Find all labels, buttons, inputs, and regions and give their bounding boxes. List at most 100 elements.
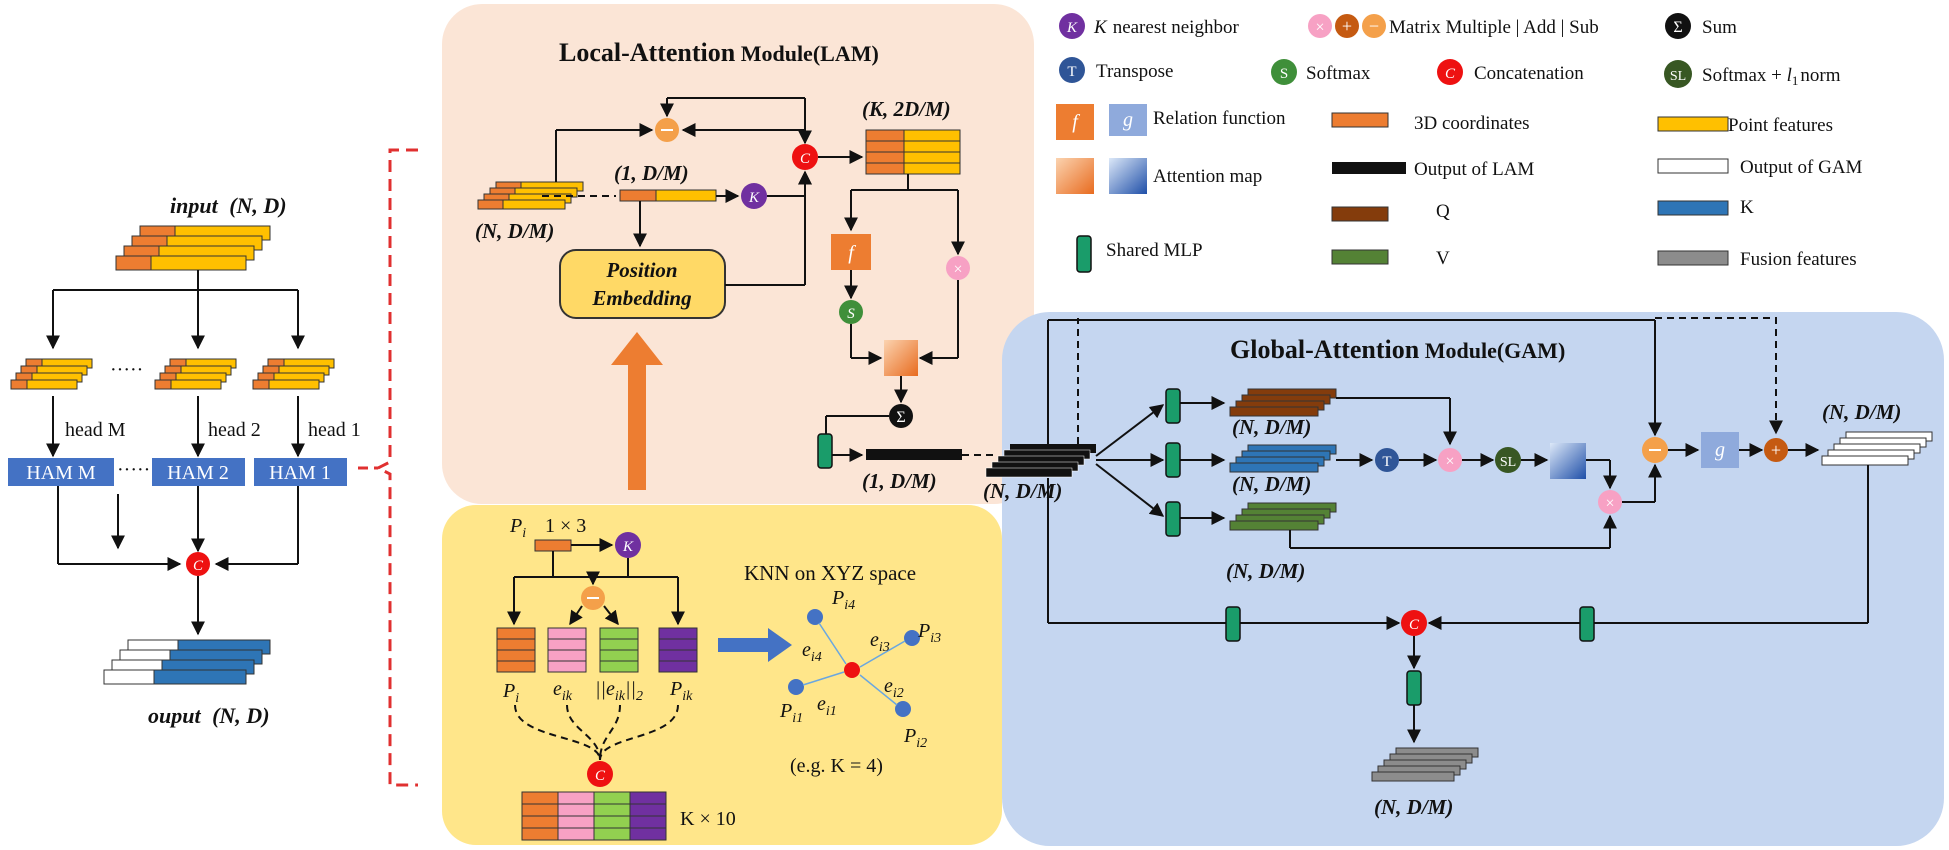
knn-neighbor-3: [904, 630, 920, 646]
gam-q-stack: [1229, 388, 1337, 417]
output-label: ouput (N, D): [148, 703, 270, 728]
lam-panel: [442, 4, 1034, 504]
knn-p4-label: Pi4: [831, 587, 855, 613]
legend-attn-orange-icon: [1056, 158, 1094, 194]
lam-sum-op: [889, 404, 913, 428]
legend-f-icon: [1056, 104, 1094, 140]
gam-v-stack: [1229, 502, 1337, 531]
lam-output-dims: (1, D/M): [862, 469, 937, 493]
legend-mlp-label: Shared MLP: [1106, 240, 1203, 261]
svg-text:K: K: [748, 190, 760, 206]
ham-dots: ·····: [117, 459, 150, 481]
gam-v-dims: (N, D/M): [1226, 559, 1305, 583]
legend-q-icon: [1331, 206, 1389, 222]
ham-2-box: [152, 458, 245, 486]
knn-center-point: [844, 662, 860, 678]
knn-p2-label: Pi2: [903, 725, 927, 751]
knn-col-pik: [658, 627, 698, 673]
gam-mul-op-2: [1598, 490, 1622, 514]
svg-text:g: g: [1123, 109, 1133, 131]
legend-g-icon: [1109, 104, 1147, 136]
legend-sum-icon: [1665, 13, 1691, 39]
gam-q-dims: (N, D/M): [1232, 415, 1311, 439]
legend-v-icon: [1331, 249, 1389, 265]
legend-coords-label: 3D coordinates: [1414, 113, 1530, 134]
gam-mlp-k: [1165, 442, 1181, 478]
lam-input-stack: [477, 181, 584, 210]
gam-fusion-mlp-down: [1406, 670, 1422, 706]
position-embedding-line1: Position: [605, 258, 677, 282]
lam-relation-f: [831, 234, 871, 270]
lam-concat-dims: (K, 2D/M): [862, 97, 951, 121]
big-blue-arrow: [718, 628, 792, 662]
knn-e4-label: ei4: [802, 639, 822, 665]
gam-attention-map: [1550, 443, 1586, 479]
red-brace: [374, 148, 418, 787]
svg-text:f: f: [1072, 111, 1080, 133]
svg-text:T: T: [1382, 454, 1391, 470]
legend-point-feat-label: Point features: [1728, 115, 1833, 136]
position-embedding-line2: Embedding: [591, 286, 691, 310]
legend-transpose-label: Transpose: [1096, 61, 1173, 82]
legend-knn-icon: [1059, 13, 1085, 39]
knn-pi-cell: [534, 539, 572, 552]
knn-panel: [442, 505, 1002, 845]
gam-fusion-concat-op: [1401, 610, 1427, 636]
knn-col-pi-label: Pi: [502, 680, 519, 706]
knn-pi-dims: 1 × 3: [545, 515, 586, 537]
legend-mul-icon: [1308, 14, 1332, 38]
gam-input-dims: (N, D/M): [983, 479, 1062, 503]
legend-relation-label: Relation function: [1153, 108, 1286, 129]
gam-fusion-mlp-right: [1579, 606, 1595, 642]
svg-text:×: ×: [953, 261, 962, 278]
legend-attn-blue-icon: [1109, 158, 1147, 194]
head-m-stack: [10, 358, 93, 390]
svg-text:×: ×: [1605, 495, 1614, 512]
lam-title: Local-Attention Module(LAM): [559, 38, 879, 67]
ham-2-label: HAM 2: [167, 462, 229, 484]
knn-e2-label: ei2: [884, 675, 904, 701]
legend-add-icon: [1335, 14, 1359, 38]
lam-shared-mlp: [817, 433, 833, 469]
knn-e3-label: ei3: [870, 629, 890, 655]
legend-mlp-icon: [1076, 235, 1092, 273]
lam-input-dims: (N, D/M): [475, 219, 554, 243]
legend-fusion-icon: [1657, 250, 1729, 266]
legend-v-label: V: [1436, 248, 1450, 269]
legend-matrix-ops-label: Matrix Multiple | Add | Sub: [1389, 17, 1599, 38]
knn-example-label: (e.g. K = 4): [790, 755, 883, 777]
svg-text:S: S: [1280, 66, 1288, 82]
gam-k-dims: (N, D/M): [1232, 472, 1311, 496]
svg-text:×: ×: [1445, 453, 1454, 470]
ham-1-label: HAM 1: [269, 462, 331, 484]
big-orange-arrow: [611, 332, 663, 490]
gam-fusion-dims: (N, D/M): [1374, 795, 1453, 819]
gam-mlp-q: [1165, 388, 1181, 424]
head-m-label: head M: [65, 419, 126, 441]
lam-output-bar: [866, 449, 962, 460]
lam-concat-op: [792, 144, 818, 170]
svg-text:S: S: [847, 306, 855, 322]
gam-fusion-mlp-left: [1225, 606, 1241, 642]
knn-col-eik: [547, 627, 587, 673]
svg-text:f: f: [848, 242, 856, 264]
svg-text:K: K: [1066, 20, 1078, 36]
gam-fusion-stack: [1371, 747, 1479, 782]
svg-text:T: T: [1067, 64, 1076, 80]
knn-p1-label: Pi1: [779, 700, 803, 726]
svg-text:C: C: [595, 768, 606, 784]
knn-col-norm: [599, 627, 639, 673]
legend-point-feat-icon: [1657, 116, 1729, 132]
knn-p3-label: Pi3: [917, 620, 941, 646]
knn-k-op: [615, 532, 641, 558]
svg-text:×: ×: [1315, 19, 1324, 36]
knn-col-pik-label: Pik: [669, 678, 693, 704]
lam-attention-map: [884, 340, 918, 376]
legend-sum-label: Sum: [1702, 17, 1737, 38]
knn-col-pi: [496, 627, 536, 673]
gam-sl-op: [1495, 447, 1521, 473]
gam-relation-g: [1701, 432, 1739, 468]
gam-title: Global-Attention Module(GAM): [1230, 335, 1565, 364]
